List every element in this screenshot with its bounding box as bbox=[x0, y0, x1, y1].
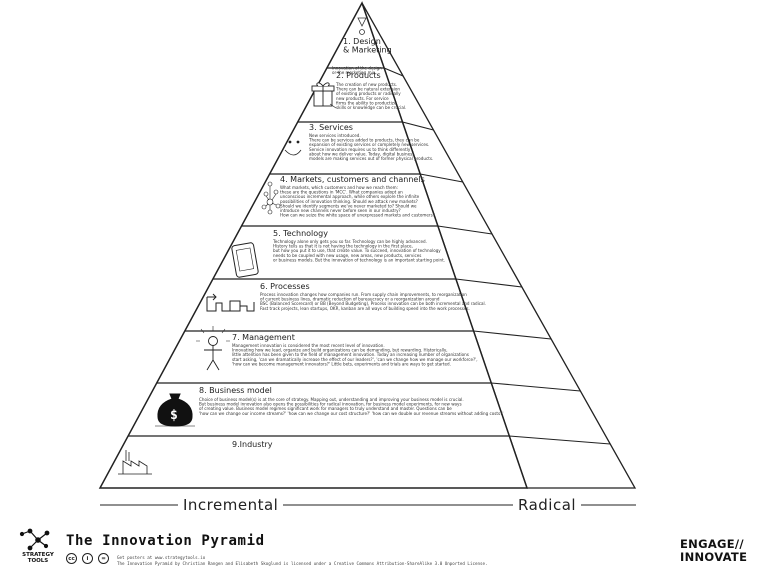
level-description: about how we deliver value. Today, digit… bbox=[309, 151, 414, 156]
level-description: History tells us that it is not having t… bbox=[273, 244, 413, 249]
smiley-face-icon bbox=[284, 140, 302, 156]
gift-box-icon bbox=[311, 82, 337, 109]
side-divider bbox=[420, 173, 463, 183]
pyramid-front-face bbox=[98, 1, 529, 489]
level-title: 5. Technology bbox=[273, 229, 328, 238]
side-divider bbox=[491, 382, 581, 392]
level-description: little attention has been given to the f… bbox=[232, 352, 469, 357]
level-description: How can we seize the white space of unex… bbox=[280, 213, 435, 218]
level-description: of creating value. Business model regime… bbox=[199, 406, 452, 411]
level-description: Innovation of the design bbox=[332, 66, 382, 71]
level-title: 8. Business model bbox=[199, 386, 272, 395]
level-description: unconscious incremental approach, while … bbox=[280, 194, 420, 199]
level-title: 9.Industry bbox=[232, 440, 273, 449]
level-title: 6. Processes bbox=[260, 282, 310, 291]
cc-license-icon: cc bbox=[66, 553, 77, 564]
level-description: models are making services out of former… bbox=[309, 156, 433, 161]
level-description: Innovating how we lead, organize and bui… bbox=[232, 348, 448, 353]
footer-note-posters: Get posters at www.strategytools.io bbox=[117, 555, 206, 560]
diamond-sketch-icon bbox=[357, 17, 367, 35]
level-title: 7. Management bbox=[232, 333, 295, 342]
level-description: New services introduced. bbox=[309, 133, 361, 138]
side-divider bbox=[509, 435, 611, 445]
side-divider bbox=[473, 330, 552, 340]
level-description: these are the questions in 'MCC'. What c… bbox=[280, 190, 403, 195]
level-description: skills or knowledge can be crucial. bbox=[336, 105, 406, 110]
level-description: firms the ability to productize bbox=[336, 100, 397, 105]
footer-note-license: The Innovation Pyramid by Christian Rang… bbox=[117, 561, 488, 566]
level-description: The creation of new products. bbox=[335, 82, 397, 87]
level-description: Technology alone only gets you so far. T… bbox=[272, 239, 427, 244]
cc-nd-icon: = bbox=[98, 553, 109, 564]
side-divider bbox=[455, 278, 522, 288]
level-description: Choice of business model(s) is at the co… bbox=[199, 397, 464, 402]
level-title: & Marketing bbox=[343, 46, 392, 55]
level-description: BSC (Balanced Scorecard) or BB (Beyond B… bbox=[260, 301, 486, 306]
level-description: of current business lines, dramatic redu… bbox=[260, 297, 440, 302]
level-description: Service innovation requires us to think … bbox=[309, 147, 411, 152]
strategy-tools-logo-icon bbox=[19, 528, 50, 551]
level-description: There can be natural extension bbox=[335, 87, 400, 92]
level-description: Should we identify segments we've never … bbox=[280, 203, 417, 208]
level-title: 4. Markets, customers and channels bbox=[280, 175, 425, 184]
level-title: 2. Products bbox=[336, 71, 381, 80]
level-description: start asking, 'can we dramatically incre… bbox=[232, 357, 478, 362]
axis-label-radical: Radical bbox=[518, 496, 576, 514]
level-description: Fast track projects, lean startups, OKR,… bbox=[260, 306, 470, 311]
level-description: Management innovation is considered the … bbox=[232, 343, 385, 348]
level-description: What markets, which customers and how we… bbox=[280, 185, 398, 190]
level-title: 1. Design bbox=[343, 37, 381, 46]
level-description: but how you put it to use, that create v… bbox=[273, 248, 441, 253]
level-title: 3. Services bbox=[309, 123, 353, 132]
level-description: 'how can we change our income streams?' … bbox=[199, 411, 503, 416]
axis-label-incremental: Incremental bbox=[183, 496, 278, 514]
side-divider bbox=[402, 121, 434, 131]
level-description: new products. For service bbox=[336, 96, 389, 101]
strategy-tools-label: STRATEGY TOOLS bbox=[22, 552, 54, 564]
level-description: Process innovation changes how companies… bbox=[260, 292, 467, 297]
level-description: of existing products or radically bbox=[336, 91, 401, 96]
brand-innovate: INNOVATE bbox=[680, 550, 748, 564]
brand-engage: ENGAGE// bbox=[680, 537, 744, 551]
side-divider bbox=[437, 225, 493, 235]
customer-network-icon bbox=[261, 181, 281, 215]
process-flow-icon bbox=[206, 293, 255, 312]
level-description: 'how can we become management innovators… bbox=[232, 361, 451, 366]
level-description: or the marketing mix. bbox=[332, 70, 377, 75]
level-description: expansion of existing services or comple… bbox=[309, 142, 429, 147]
level-description: or business models. But the innovation o… bbox=[273, 257, 445, 262]
svg-text:$: $ bbox=[170, 408, 178, 423]
poster-title: The Innovation Pyramid bbox=[66, 533, 265, 549]
level-description: possibilities of innovation thinking. Sh… bbox=[280, 199, 418, 204]
level-description: But business model innovation also opens… bbox=[199, 402, 462, 407]
side-divider bbox=[383, 67, 404, 77]
smartphone-icon bbox=[231, 242, 259, 278]
level-description: There can be services added to products,… bbox=[308, 138, 420, 143]
cc-by-icon: i bbox=[82, 553, 93, 564]
level-description: introduce new channels never before seen… bbox=[280, 208, 401, 213]
level-description: needs to be coupled with new usage, new … bbox=[273, 253, 421, 258]
stick-figure-icon bbox=[196, 326, 230, 371]
factory-icon bbox=[118, 450, 152, 475]
money-bag-icon: $ bbox=[155, 393, 195, 427]
